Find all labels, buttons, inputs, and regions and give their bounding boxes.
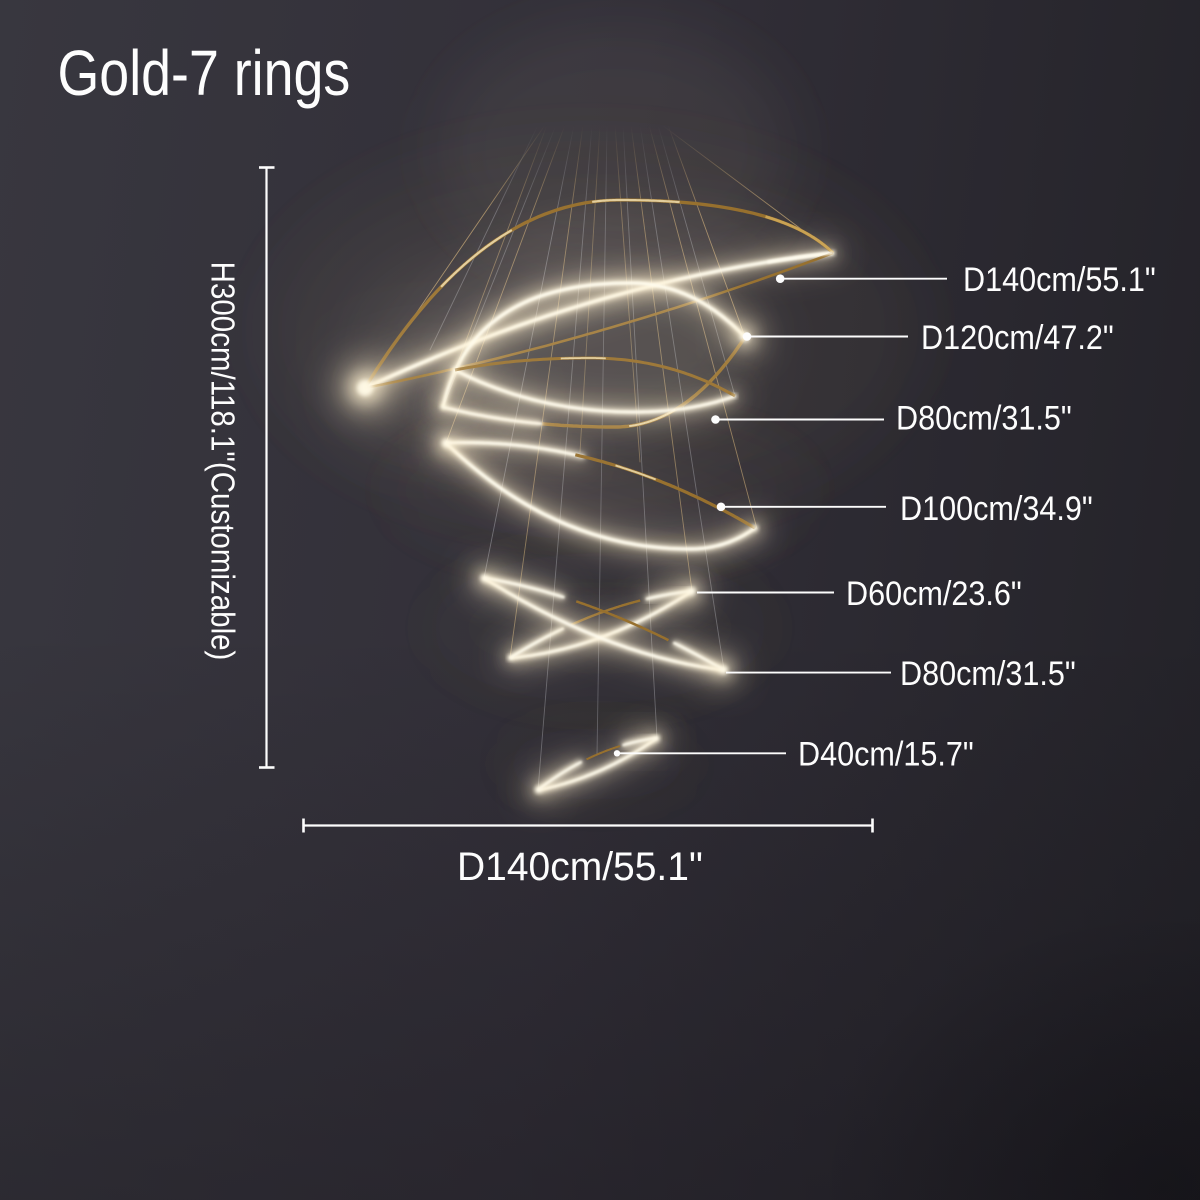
svg-text:H300cm/118.1"(Customizable): H300cm/118.1"(Customizable) [204, 262, 241, 661]
svg-text:D100cm/34.9": D100cm/34.9" [900, 489, 1093, 527]
svg-text:Gold-7 rings: Gold-7 rings [58, 37, 351, 110]
svg-text:D80cm/31.5": D80cm/31.5" [896, 399, 1072, 437]
svg-text:D60cm/23.6": D60cm/23.6" [846, 574, 1022, 612]
svg-text:D140cm/55.1": D140cm/55.1" [963, 261, 1156, 299]
svg-text:D40cm/15.7": D40cm/15.7" [798, 735, 974, 773]
svg-text:D80cm/31.5": D80cm/31.5" [900, 655, 1076, 693]
svg-text:D140cm/55.1": D140cm/55.1" [457, 845, 703, 890]
svg-text:D120cm/47.2": D120cm/47.2" [921, 318, 1114, 356]
